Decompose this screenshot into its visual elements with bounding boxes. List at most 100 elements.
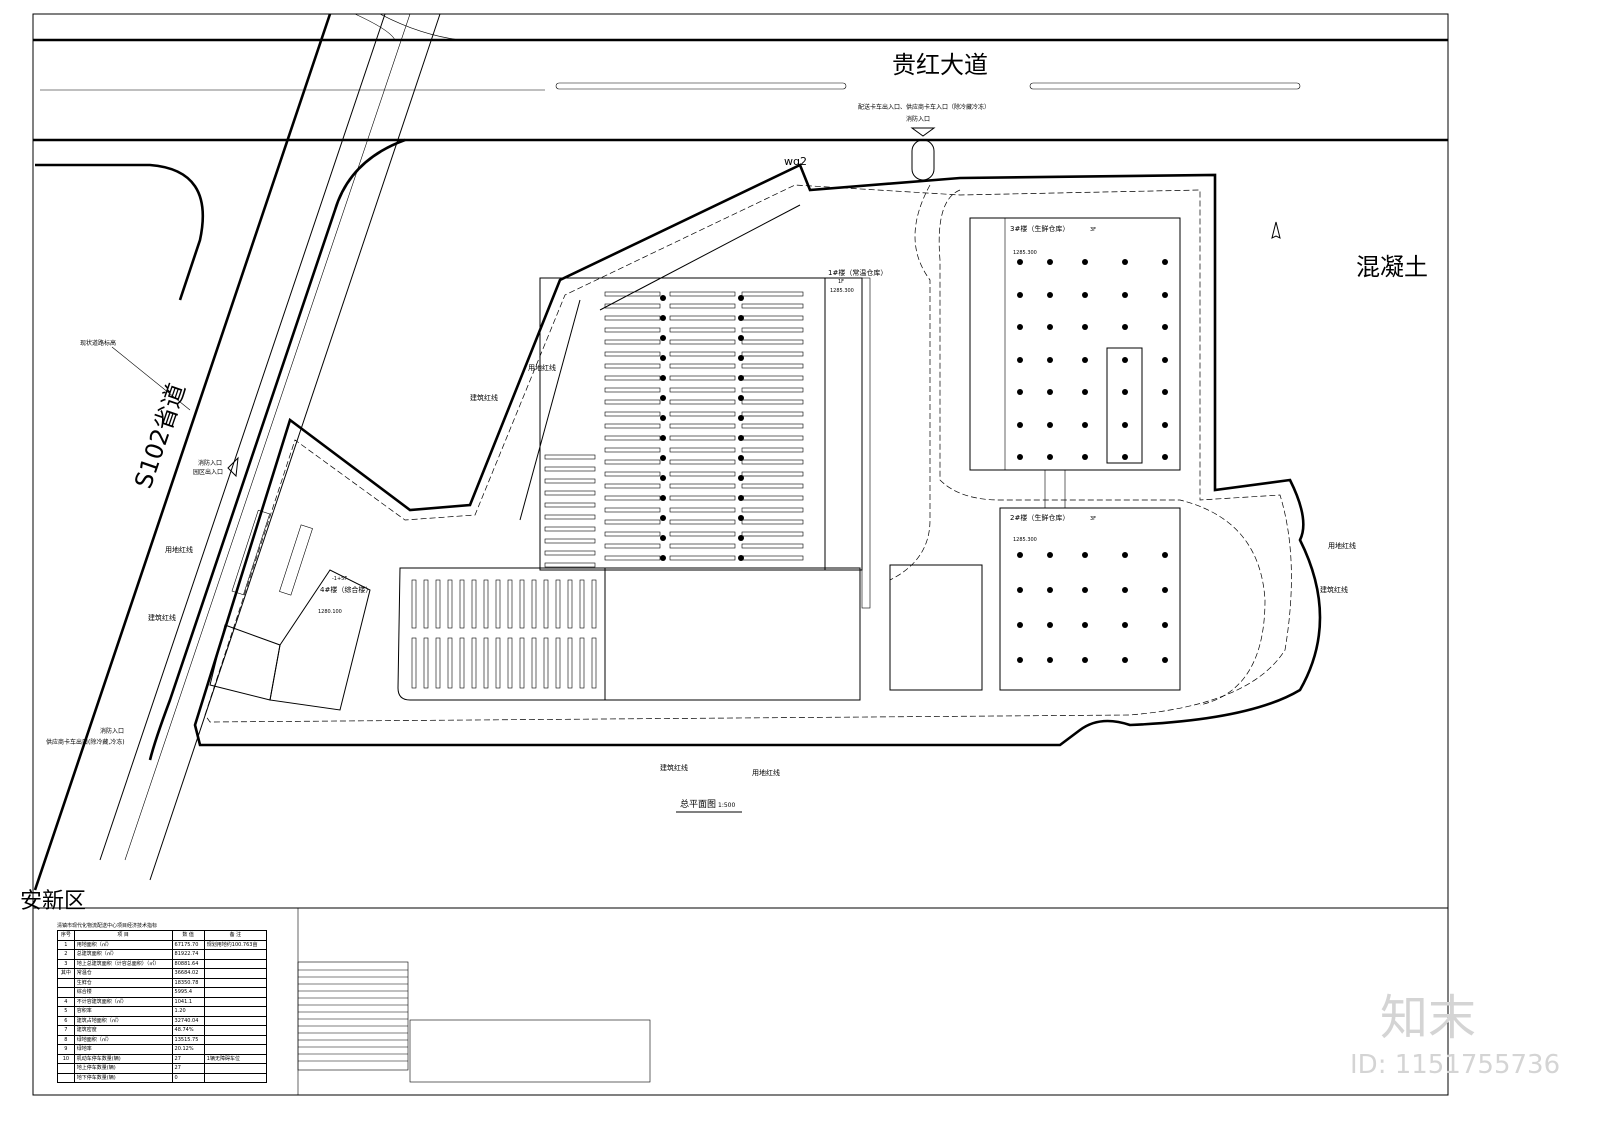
building-3-floors: 3F: [1090, 227, 1096, 233]
column-marker: [660, 295, 666, 301]
north-fire-entrance-label: 消防入口: [906, 115, 930, 123]
storage-rack: [543, 579, 549, 629]
storage-rack: [741, 327, 804, 333]
column-marker: [1162, 324, 1168, 330]
storage-rack: [459, 579, 465, 629]
column-marker: [1122, 259, 1128, 265]
storage-rack: [604, 495, 661, 501]
column-marker: [1017, 657, 1023, 663]
column-marker: [738, 535, 744, 541]
storage-rack: [495, 579, 501, 629]
table-cell: 用地面积（㎡）: [73, 939, 173, 950]
table-cell: 2: [57, 949, 75, 960]
table-cell: 机动车停车数量(辆): [73, 1053, 173, 1064]
table-cell: [203, 1072, 268, 1083]
column-marker: [1082, 259, 1088, 265]
table-cell: 数 值: [171, 930, 205, 941]
column-marker: [738, 475, 744, 481]
storage-rack: [507, 637, 513, 689]
table-cell: [203, 1034, 268, 1045]
storage-rack: [741, 291, 804, 297]
column-marker: [1047, 389, 1053, 395]
column-marker: [1122, 324, 1128, 330]
west-park-entrance-label: 园区出入口: [193, 468, 223, 476]
column-marker: [660, 375, 666, 381]
storage-rack: [471, 579, 477, 629]
column-marker: [1082, 454, 1088, 460]
table-cell: 建筑占地面积（㎡）: [73, 1015, 173, 1026]
column-marker: [738, 555, 744, 561]
table-cell: 1.20: [171, 1006, 205, 1017]
column-marker: [1082, 357, 1088, 363]
building-red-line: [204, 184, 1292, 723]
column-marker: [660, 335, 666, 341]
column-marker: [660, 415, 666, 421]
column-marker: [738, 415, 744, 421]
storage-rack: [741, 459, 804, 465]
land-red-line-label: 用地红线: [1328, 541, 1356, 550]
table-cell: 81922.74: [171, 949, 205, 960]
table-cell: 7: [57, 1025, 75, 1036]
table-cell: [203, 1063, 268, 1074]
storage-rack: [544, 514, 596, 520]
storage-rack: [669, 471, 736, 477]
storage-rack: [447, 579, 453, 629]
column-marker: [1082, 587, 1088, 593]
column-marker: [660, 435, 666, 441]
column-marker: [1017, 389, 1023, 395]
column-marker: [1162, 657, 1168, 663]
table-cell: [203, 1006, 268, 1017]
column-marker: [1122, 389, 1128, 395]
building-4: 4#楼（综合楼） -1+5F 1280.100: [209, 509, 372, 711]
table-cell: 绿地率: [73, 1044, 173, 1055]
column-marker: [660, 535, 666, 541]
land-red-line-label: 用地红线: [752, 768, 780, 777]
storage-rack: [544, 502, 596, 508]
column-marker: [738, 455, 744, 461]
column-marker: [1017, 454, 1023, 460]
building-2-elevation: 1285.300: [1013, 537, 1037, 543]
column-marker: [738, 435, 744, 441]
building-1: 1#楼（常温仓库） 1F 1285.300: [539, 268, 887, 609]
storage-rack: [544, 478, 596, 484]
column-marker: [738, 355, 744, 361]
table-cell: 13515.75: [171, 1034, 205, 1045]
building-1-label: 1#楼（常温仓库）: [828, 268, 887, 277]
table-cell: [203, 1044, 268, 1055]
north-entrance-label: 配送卡车出入口、供应商卡车入口（除冷藏冷冻）: [858, 103, 990, 111]
table-cell: 20.12%: [171, 1044, 205, 1055]
table-cell: 9: [57, 1044, 75, 1055]
storage-rack: [604, 291, 661, 297]
plan-title: 总平面图: [680, 798, 716, 810]
column-marker: [1122, 422, 1128, 428]
storage-rack: [669, 423, 736, 429]
column-marker: [1162, 552, 1168, 558]
storage-rack: [519, 637, 525, 689]
building-4-floors: -1+5F: [332, 576, 347, 582]
building-3: 3#楼（生鲜仓库） 3F 1285.300: [969, 217, 1181, 471]
table-cell: 8: [57, 1034, 75, 1045]
storage-rack: [741, 387, 804, 393]
table-cell: [203, 1015, 268, 1026]
column-marker: [1017, 292, 1023, 298]
entrance-arrow-icon: [227, 456, 239, 478]
building-2-label: 2#楼（生鲜仓库）: [1010, 513, 1069, 522]
storage-rack: [669, 543, 736, 549]
detail-sections: [409, 1019, 651, 1083]
table-cell: [203, 987, 268, 998]
storage-rack: [741, 423, 804, 429]
column-marker: [660, 395, 666, 401]
column-marker: [1047, 587, 1053, 593]
column-marker: [1162, 587, 1168, 593]
table-cell: 27: [171, 1053, 205, 1064]
road-name-west: S102省道: [129, 380, 191, 492]
storage-rack: [604, 483, 661, 489]
storage-rack: [579, 637, 585, 689]
column-marker: [738, 515, 744, 521]
